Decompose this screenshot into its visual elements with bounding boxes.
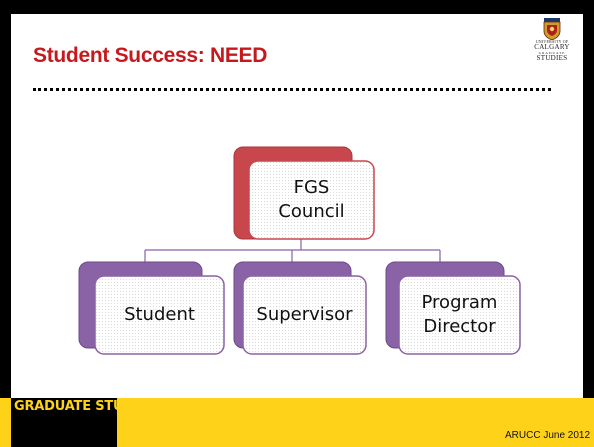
crest-icon [543,18,561,40]
footer-date: ARUCC June 2012 [505,430,591,441]
logo-line-1: UNIVERSITY OF [535,39,569,44]
root-label-line-1: FGS [293,177,330,198]
left-border [0,0,11,447]
top-strip [0,0,594,14]
student-box [94,275,225,355]
program-director-node-label: Program Director [399,276,520,354]
program-director-label-line-1: Program [421,292,498,313]
root-label-line-2: Council [278,201,345,222]
logo-line-4: STUDIES [536,54,568,63]
root-box [248,160,375,240]
supervisor-node-label: Supervisor [243,276,366,354]
supervisor-box [242,275,367,355]
slide-title: Student Success: NEED [33,44,268,67]
dotted-divider [33,88,551,91]
student-label: Student [124,304,195,325]
graduate-studies-footer-label: GRADUATE STUDIES [11,398,117,447]
logo-line-3: GRADUATE [538,50,566,55]
right-border [583,0,594,447]
student-node-label: Student [95,276,224,354]
program-director-box [398,275,521,355]
graduate-studies-wordmark: GRADUATE STUDIES [14,399,117,414]
university-logo: UNIVERSITY OF CALGARY GRADUATE STUDIES [531,18,573,78]
logo-line-2: CALGARY [534,43,570,52]
supervisor-label: Supervisor [256,304,353,325]
root-node-label: FGS Council [249,161,374,239]
program-director-label-line-2: Director [423,316,496,337]
